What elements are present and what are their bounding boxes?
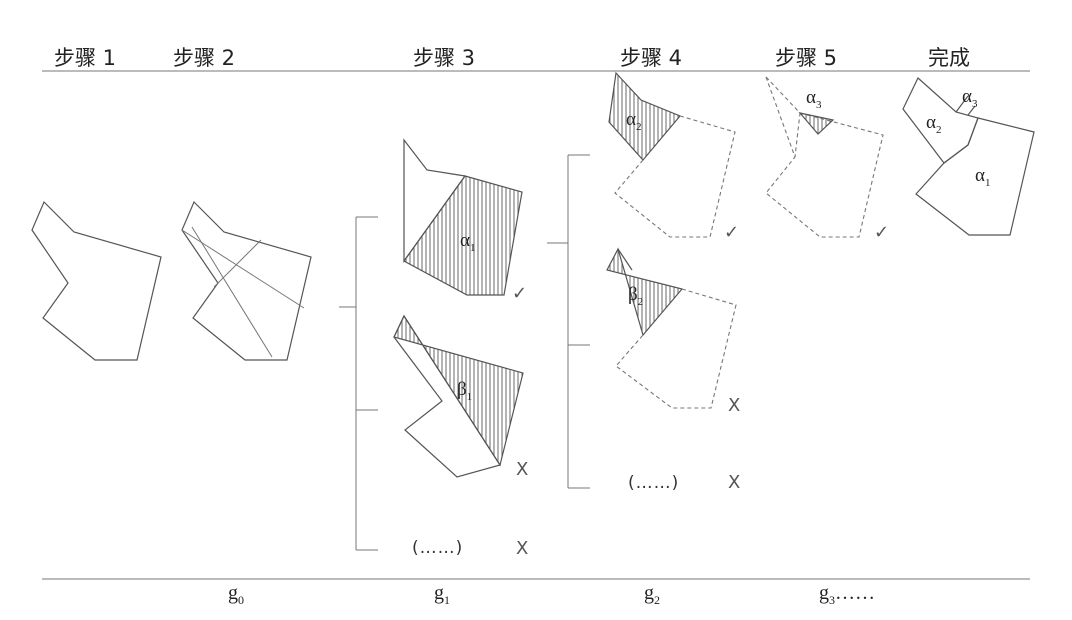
cross-icon: X (516, 459, 529, 480)
label-beta1-step3: β1 (457, 379, 473, 403)
step1-polygon (31, 200, 162, 361)
label-alpha2-step4: α2 (626, 109, 642, 133)
step2-polygon (181, 200, 312, 361)
final-region-alpha3-pointer (967, 105, 976, 116)
cross-icon: X (728, 395, 741, 416)
generation-label-1: g1 (434, 582, 450, 607)
step4-candidate-beta2 (606, 247, 737, 409)
step2-cut-line-c (213, 239, 262, 288)
final-region-alpha3-line (955, 95, 969, 113)
label-alpha2-final: α2 (926, 112, 942, 136)
step-label-5: 步骤 5 (775, 46, 838, 70)
label-alpha3-step5: α3 (806, 87, 822, 111)
step-label-1: 步骤 1 (54, 46, 117, 70)
step5-candidate-alpha3 (765, 76, 884, 238)
step3-candidate-alpha1 (403, 138, 523, 296)
check-icon: ✓ (512, 283, 528, 304)
more-candidates-step3: (……) (412, 538, 464, 558)
step3-bracket (339, 216, 378, 551)
generation-label-3: g3…… (819, 582, 875, 607)
generation-label-2: g2 (644, 582, 660, 607)
step4-candidate-alpha2 (608, 71, 736, 238)
label-alpha1-step3: α1 (460, 230, 476, 254)
step-label-3: 步骤 3 (413, 46, 476, 70)
step-label-4: 步骤 4 (620, 46, 683, 70)
step2-cut-line-a (181, 229, 305, 309)
more-candidates-step4: (……) (628, 473, 680, 493)
step-label-done: 完成 (928, 46, 970, 70)
step3-candidate-beta1 (393, 314, 524, 478)
label-alpha1-final: α1 (975, 165, 991, 189)
generation-label-0: g0 (228, 582, 244, 607)
step2-polygon-group (181, 200, 312, 361)
step4-bracket (547, 154, 590, 489)
label-alpha3-final: α3 (962, 86, 978, 110)
cross-icon: X (728, 472, 741, 493)
label-beta2-step4: β2 (628, 284, 644, 308)
cross-icon: X (516, 538, 529, 559)
step2-cut-line-b (191, 226, 273, 358)
check-icon: ✓ (874, 222, 890, 243)
final-polygon-group (902, 77, 1035, 236)
check-icon: ✓ (724, 222, 740, 243)
step-label-2: 步骤 2 (173, 46, 236, 70)
